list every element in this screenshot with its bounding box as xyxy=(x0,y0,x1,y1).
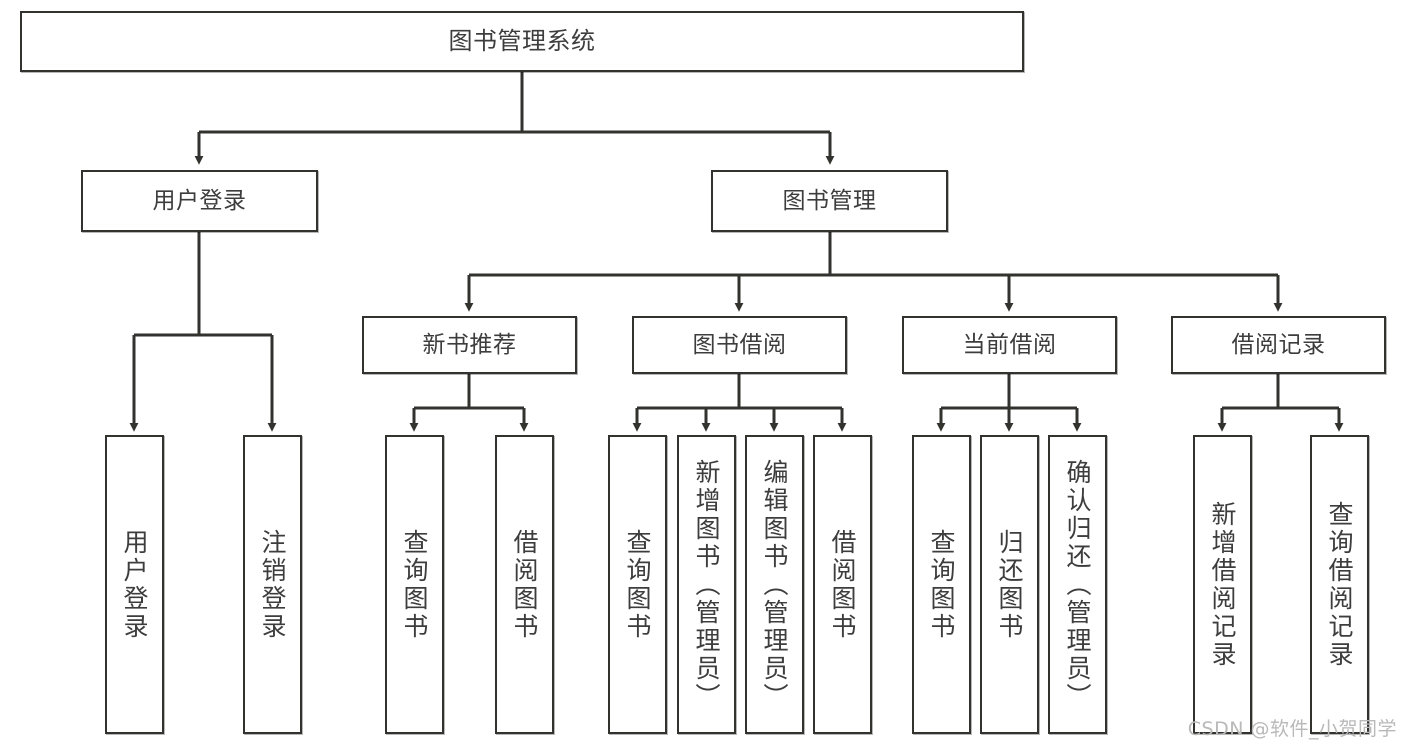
leaf-add-book-admin[interactable]: 新增图书（管理员） xyxy=(677,435,736,734)
leaf-query-book-2[interactable]: 查询图书 xyxy=(608,435,667,734)
watermark: CSDN @软件_小贺同学 xyxy=(1187,718,1397,740)
node-root-book-management-system[interactable]: 图书管理系统 xyxy=(20,11,1024,72)
node-book-borrowing[interactable]: 图书借阅 xyxy=(632,316,847,374)
node-user-login[interactable]: 用户登录 xyxy=(81,170,318,232)
leaf-return-book[interactable]: 归还图书 xyxy=(980,435,1039,734)
node-label: 用户登录 xyxy=(120,528,149,641)
node-label: 注销登录 xyxy=(258,528,287,641)
leaf-borrow-book-2[interactable]: 借阅图书 xyxy=(813,435,872,734)
node-label: 新增图书（管理员） xyxy=(692,458,721,711)
node-label: 确认归还（管理员） xyxy=(1063,458,1092,711)
leaf-logout[interactable]: 注销登录 xyxy=(243,435,302,734)
leaf-query-book-3[interactable]: 查询图书 xyxy=(912,435,971,734)
leaf-edit-book-admin[interactable]: 编辑图书（管理员） xyxy=(745,435,804,734)
node-current-borrowing[interactable]: 当前借阅 xyxy=(902,316,1117,374)
node-label: 查询图书 xyxy=(400,528,429,641)
node-label: 图书管理 xyxy=(782,187,877,214)
leaf-borrow-book-1[interactable]: 借阅图书 xyxy=(495,435,554,734)
node-label: 查询图书 xyxy=(623,528,652,641)
node-label: 编辑图书（管理员） xyxy=(760,458,789,711)
node-book-management[interactable]: 图书管理 xyxy=(711,170,948,232)
leaf-query-book-1[interactable]: 查询图书 xyxy=(385,435,444,734)
node-new-book-recommendation[interactable]: 新书推荐 xyxy=(362,316,577,374)
node-label: 图书管理系统 xyxy=(448,26,596,55)
leaf-user-login[interactable]: 用户登录 xyxy=(105,435,164,734)
leaf-confirm-return-admin[interactable]: 确认归还（管理员） xyxy=(1048,435,1107,734)
node-borrowing-records[interactable]: 借阅记录 xyxy=(1171,316,1386,374)
leaf-query-borrow-record[interactable]: 查询借阅记录 xyxy=(1310,435,1369,734)
node-label: 新增借阅记录 xyxy=(1208,500,1237,669)
node-label: 借阅图书 xyxy=(828,528,857,641)
node-label: 图书借阅 xyxy=(692,331,787,358)
node-label: 归还图书 xyxy=(995,528,1024,641)
node-label: 查询图书 xyxy=(927,528,956,641)
leaf-add-borrow-record[interactable]: 新增借阅记录 xyxy=(1193,435,1252,734)
node-label: 当前借阅 xyxy=(962,331,1057,358)
node-label: 用户登录 xyxy=(152,187,247,214)
node-label: 新书推荐 xyxy=(422,331,517,358)
node-label: 借阅图书 xyxy=(510,528,539,641)
node-label: 查询借阅记录 xyxy=(1325,500,1354,669)
node-label: 借阅记录 xyxy=(1231,331,1326,358)
